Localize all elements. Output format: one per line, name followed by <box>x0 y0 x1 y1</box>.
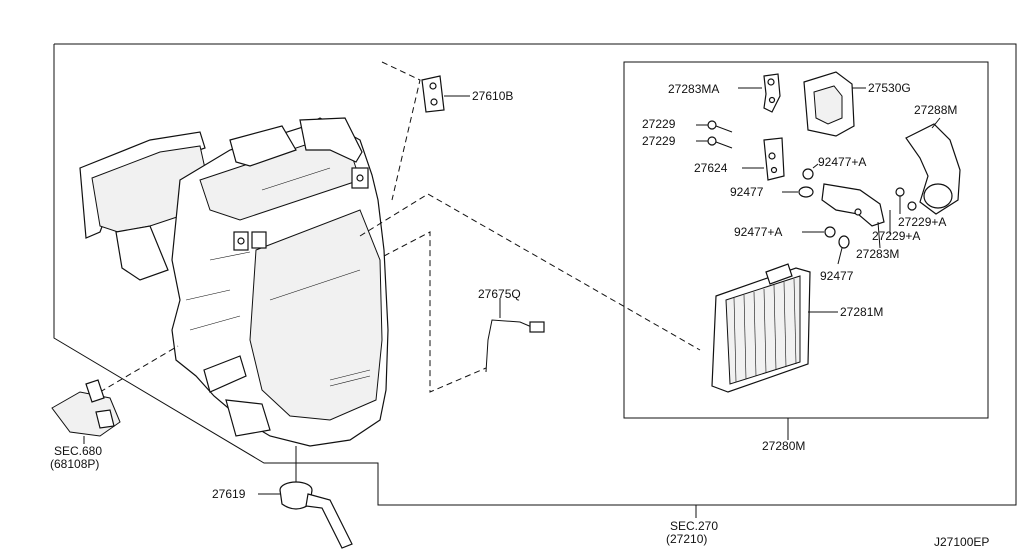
part-27229-bolt-b <box>696 136 733 149</box>
part-27610b-bracket <box>421 75 470 113</box>
part-92477a-oring-upper <box>802 168 814 180</box>
label-92477a-2: 92477+A <box>734 225 782 239</box>
label-27229a-1: 27229+A <box>898 215 946 229</box>
part-92477a-oring-lower <box>824 226 836 238</box>
label-sec680: SEC.680 <box>54 444 102 458</box>
dashed-leader-27610b <box>381 61 421 201</box>
heater-unit-housing <box>79 117 389 482</box>
label-27288m: 27288M <box>914 103 957 117</box>
part-27229-bolt-a <box>696 120 733 133</box>
outer-boundary <box>53 43 1017 506</box>
label-27610b: 27610B <box>472 89 513 103</box>
label-27229a-2: 27229+A <box>872 229 920 243</box>
label-27229-a: 27229 <box>642 117 676 131</box>
part-27281m-evaporator-core <box>711 263 838 393</box>
part-27283ma <box>738 73 781 113</box>
label-27619: 27619 <box>212 487 246 501</box>
part-27229a-bolt-2 <box>889 201 917 234</box>
part-sec680-duct <box>51 379 121 444</box>
label-92477a-1: 92477+A <box>818 155 866 169</box>
label-92477-1: 92477 <box>730 185 764 199</box>
part-27229a-bolt-1 <box>895 187 905 214</box>
label-27280m: 27280M <box>762 439 805 453</box>
label-sec270: SEC.270 <box>670 519 718 533</box>
label-27530g: 27530G <box>868 81 911 95</box>
label-27283ma: 27283MA <box>668 82 719 96</box>
part-27530g <box>803 71 866 137</box>
label-27283m: 27283M <box>856 247 899 261</box>
part-92477-oring-lower <box>838 235 850 249</box>
part-27624-expansion-valve <box>742 137 785 181</box>
part-27283m-pipe <box>821 183 885 249</box>
part-27675q-sensor <box>485 298 545 373</box>
dashed-leader-27675q <box>383 231 487 393</box>
label-27229-b: 27229 <box>642 134 676 148</box>
part-27619-drain-hose <box>258 481 353 549</box>
label-sec680-ref: (68108P) <box>50 457 99 471</box>
evaporator-subassembly-box <box>623 61 989 419</box>
label-27624: 27624 <box>694 161 728 175</box>
label-sec270-ref: (27210) <box>666 532 707 546</box>
label-92477-2: 92477 <box>820 269 854 283</box>
dashed-leader-sec680 <box>99 345 179 393</box>
label-27675q: 27675Q <box>478 287 521 301</box>
part-92477-oring-upper <box>798 186 814 198</box>
diagram-code: J27100EP <box>934 535 989 549</box>
label-27281m: 27281M <box>840 305 883 319</box>
part-27288m <box>905 117 961 215</box>
